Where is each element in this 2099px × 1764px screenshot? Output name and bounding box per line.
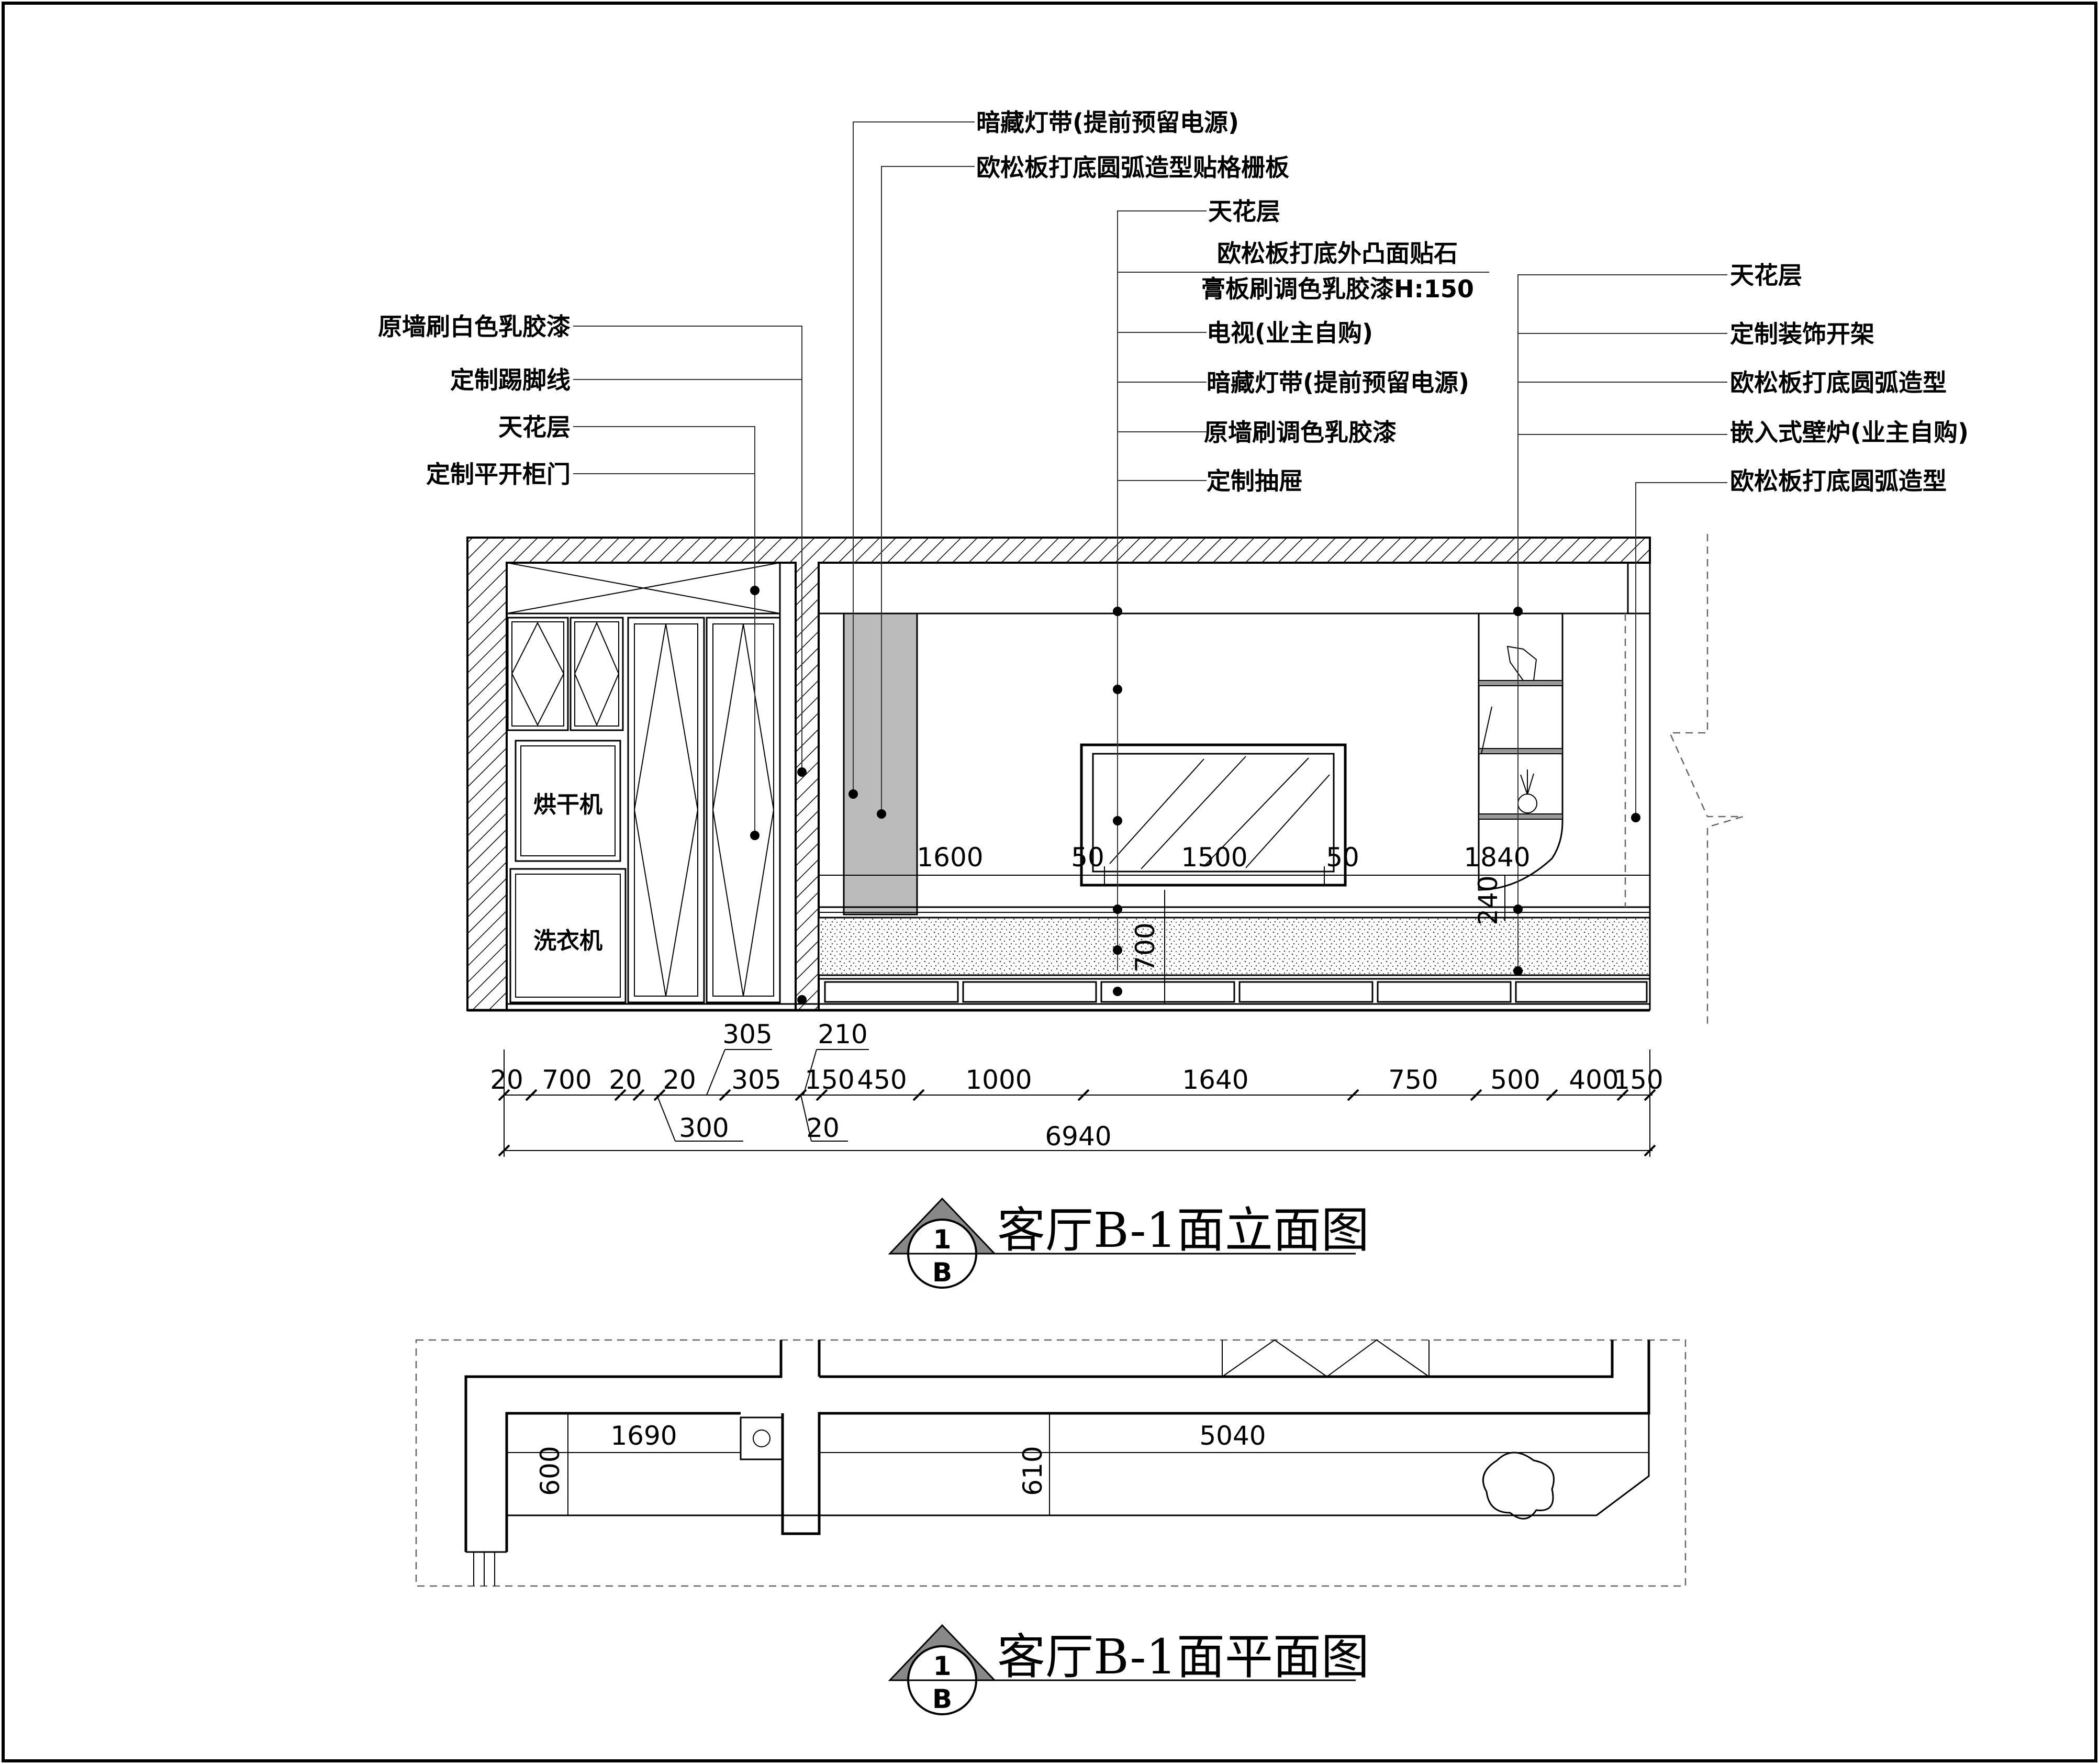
- dim-row-10: 500: [1490, 1065, 1540, 1095]
- plan-dim-600: 600: [535, 1446, 565, 1495]
- label-tv-owner: 电视(业主自购): [1207, 319, 1373, 347]
- dim-240: 240: [1473, 875, 1503, 925]
- drawer-row: [819, 978, 1650, 1003]
- bottom-dimensions: 305 210 20 700 20 20 305 150 450 1000 16…: [490, 1019, 1663, 1157]
- dim-below-300: 300: [679, 1113, 729, 1143]
- washer-label: 洗衣机: [533, 928, 602, 954]
- plan-title: 客厅B-1面平面图: [997, 1629, 1369, 1685]
- dim-below-20: 20: [806, 1113, 840, 1143]
- label-hidden-light-strip-center: 暗藏灯带(提前预留电源): [1207, 369, 1469, 397]
- label-embedded-fireplace: 嵌入式壁炉(业主自购): [1730, 418, 1969, 446]
- dim-row-6: 450: [857, 1065, 907, 1095]
- dimension-tick: [816, 1089, 828, 1101]
- dim-row-1: 700: [542, 1065, 591, 1095]
- tv-set: [1080, 743, 1347, 887]
- label-ceiling-right: 天花层: [1730, 261, 1802, 289]
- label-custom-drawer: 定制抽屉: [1207, 467, 1303, 495]
- dimension-tick: [525, 1089, 538, 1101]
- plan-wall-outline: [464, 1340, 783, 1552]
- dim-row-9: 750: [1388, 1065, 1438, 1095]
- dim-row-3: 20: [663, 1065, 696, 1095]
- label-osb-convex-stone: 欧松板打底外凸面贴石: [1217, 239, 1458, 267]
- stone-plinth: [818, 917, 1651, 976]
- plan-column-box: [740, 1416, 784, 1460]
- elevation-symbol-bottom: B: [932, 1257, 952, 1288]
- plan-title-block: 1 B 客厅B-1面平面图: [888, 1624, 1369, 1715]
- dimension-tick: [1470, 1089, 1482, 1101]
- label-gypsum-paint-h150: 膏板刷调色乳胶漆H:150: [1201, 275, 1474, 303]
- elevation-title-block: 1 B 客厅B-1面立面图: [888, 1197, 1369, 1289]
- dim-row-5: 150: [805, 1065, 854, 1095]
- label-osb-arc-right: 欧松板打底圆弧造型: [1730, 369, 1947, 397]
- dryer-label: 烘干机: [533, 791, 602, 818]
- dimension-tick: [1616, 1089, 1629, 1101]
- arch-shelf: [1478, 613, 1564, 891]
- dim-row-8: 1640: [1182, 1065, 1248, 1095]
- dim-row-0: 20: [490, 1065, 523, 1095]
- dim-1500: 1500: [1181, 842, 1247, 873]
- label-wall-color-paint: 原墙刷调色乳胶漆: [1204, 418, 1397, 446]
- dimension-tick: [1644, 1144, 1656, 1157]
- label-custom-skirting: 定制踢脚线: [450, 366, 571, 394]
- right-break-line: [1669, 534, 1744, 1026]
- dimension-tick: [1644, 1089, 1656, 1101]
- label-ceiling-left: 天花层: [498, 413, 571, 441]
- plan-dim-610: 610: [1018, 1446, 1048, 1495]
- plan-symbol-bottom: B: [932, 1684, 952, 1714]
- dim-50a: 50: [1071, 842, 1104, 873]
- dim-top-305: 305: [722, 1019, 772, 1050]
- dimension-tick: [653, 1089, 666, 1101]
- label-osb-arc-grille: 欧松板打底圆弧造型贴格栅板: [976, 153, 1289, 182]
- dim-total-6940: 6940: [1045, 1121, 1111, 1152]
- elevation-drawing: 烘干机 洗衣机: [378, 108, 1969, 1289]
- dim-700: 700: [1130, 922, 1160, 972]
- dimension-tick: [1546, 1089, 1558, 1101]
- dim-row-7: 1000: [965, 1065, 1032, 1095]
- label-ceiling-center: 天花层: [1208, 197, 1280, 226]
- label-wall-white-paint: 原墙刷白色乳胶漆: [378, 312, 571, 341]
- label-hidden-light-strip-top: 暗藏灯带(提前预留电源): [976, 108, 1239, 137]
- plan-dim-5040: 5040: [1199, 1421, 1266, 1451]
- dim-row-4: 305: [731, 1065, 781, 1095]
- grille-panel: [843, 612, 918, 916]
- plan-dim-1690: 1690: [610, 1421, 677, 1451]
- dim-row-12: 150: [1613, 1065, 1663, 1095]
- dim-1600: 1600: [917, 842, 983, 873]
- dimension-tick: [912, 1089, 925, 1101]
- elevation-title: 客厅B-1面立面图: [997, 1202, 1369, 1258]
- dimension-tick: [1347, 1089, 1359, 1101]
- leader-lines: [573, 121, 1727, 1004]
- dimension-tick: [498, 1089, 510, 1101]
- label-osb-arc-right-2: 欧松板打底圆弧造型: [1730, 467, 1947, 495]
- dimension-tick: [632, 1089, 645, 1101]
- dimension-tick: [1077, 1089, 1090, 1101]
- dim-50b: 50: [1326, 842, 1359, 873]
- cabinet-block: 烘干机 洗衣机: [506, 562, 781, 1005]
- plan-fireplace-shape: [1482, 1452, 1555, 1520]
- plan-drawing: 1690 5040 600 610 1 B 客厅B-1面平面图: [415, 1339, 1687, 1715]
- dim-top-210: 210: [818, 1019, 867, 1050]
- dimension-tick: [719, 1089, 731, 1101]
- elevation-symbol-top: 1: [933, 1224, 952, 1255]
- label-custom-cabinet-door: 定制平开柜门: [426, 460, 571, 488]
- inner-dimensions: 1600 50 1500 50 1840 240 700: [819, 842, 1650, 1004]
- label-custom-deco-shelf: 定制装饰开架: [1730, 320, 1874, 348]
- dimension-tick: [614, 1089, 627, 1101]
- dim-1840: 1840: [1464, 842, 1530, 873]
- plan-symbol-top: 1: [933, 1651, 952, 1681]
- dim-row-11: 400: [1569, 1065, 1618, 1095]
- plan-dashed-boundary: [415, 1339, 1687, 1587]
- dimension-tick: [498, 1144, 510, 1157]
- dim-row-2: 20: [609, 1065, 642, 1095]
